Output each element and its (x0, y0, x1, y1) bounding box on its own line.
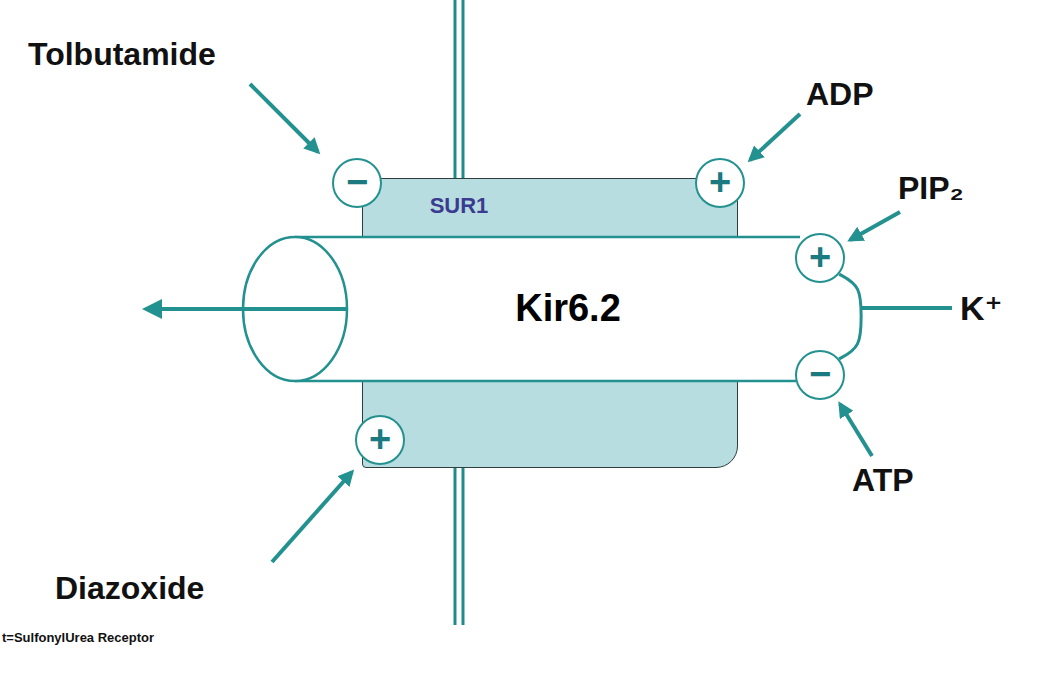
sign-circle: + (355, 415, 405, 465)
sign-symbol: − (809, 355, 831, 393)
leader-arrows (250, 84, 900, 562)
sign-symbol: + (369, 420, 391, 458)
part-name: Kir6.2 (515, 288, 621, 330)
ligand-label: Diazoxide (55, 570, 204, 607)
sign-circle: − (795, 350, 845, 400)
bracket-connector (839, 274, 861, 359)
channel-wall (295, 380, 800, 383)
sign-circle: − (332, 158, 382, 208)
sign-symbol: + (809, 238, 831, 276)
leader-arrow (850, 212, 900, 240)
channel-body (295, 237, 800, 381)
ligand-label: ATP (852, 462, 914, 499)
membrane-line (462, 0, 465, 180)
ligand-label: PIP₂ (898, 170, 964, 207)
sign-circle: + (795, 233, 845, 283)
footnote: t=SulfonylUrea Receptor (2, 630, 154, 645)
ion-entry-line (862, 306, 952, 310)
leader-arrow (750, 114, 800, 160)
channel-wall (295, 236, 800, 239)
sign-symbol: − (346, 163, 368, 201)
ligand-label: ADP (806, 76, 874, 113)
membrane-line (462, 466, 465, 625)
sign-symbol: + (709, 163, 731, 201)
efflux-arrow (146, 307, 346, 311)
leader-arrow (250, 84, 318, 152)
ligand-label: Tolbutamide (28, 36, 216, 73)
sign-circle: + (695, 158, 745, 208)
leader-arrow (272, 472, 352, 562)
channel-tube: Kir6.2 (240, 236, 800, 382)
membrane-line (454, 466, 457, 625)
leader-arrow (840, 404, 872, 456)
channel-mouth (243, 237, 347, 381)
part-name: SUR1 (430, 194, 489, 218)
membrane-line (454, 0, 457, 180)
ligand-label: K⁺ (960, 288, 1003, 328)
